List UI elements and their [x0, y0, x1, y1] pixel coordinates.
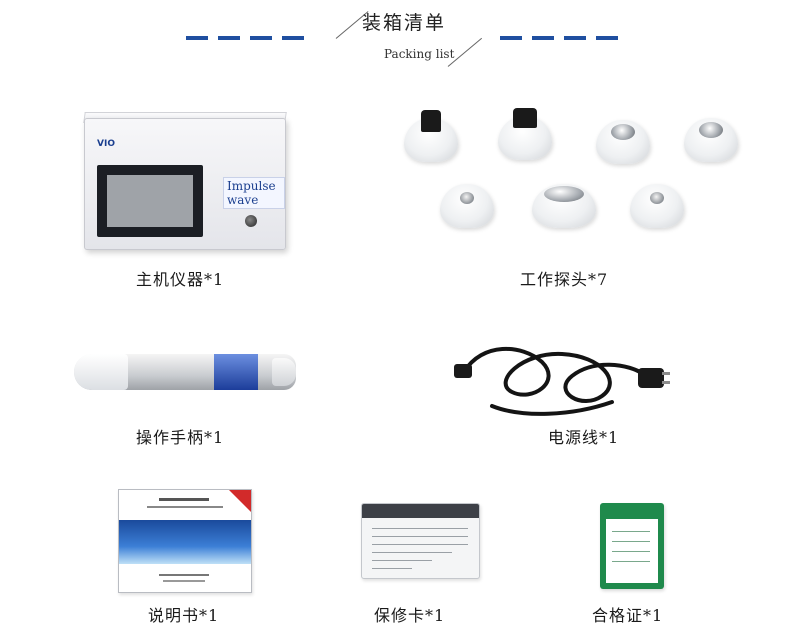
card-line — [372, 552, 452, 553]
probe-head — [404, 110, 458, 162]
probe-head — [596, 120, 650, 164]
dash-decoration — [532, 36, 554, 40]
main-unit-image: VIO Impulse wave — [84, 118, 286, 250]
card-line — [372, 528, 468, 529]
power-cable-image — [454, 346, 670, 416]
device-knob-icon — [245, 215, 257, 227]
cert-line — [612, 551, 650, 552]
card-line — [372, 560, 432, 561]
manual-image — [118, 489, 252, 593]
certificate-image — [600, 503, 664, 589]
dash-decoration — [186, 36, 208, 40]
handpiece-cap — [74, 354, 128, 390]
item-caption: 电源线*1 — [548, 428, 620, 447]
probe-tip — [544, 186, 584, 202]
manual-text-line — [163, 580, 205, 582]
dash-decoration — [596, 36, 618, 40]
warranty-card-image — [361, 503, 480, 579]
card-header — [362, 504, 479, 518]
handpiece-image — [74, 354, 296, 390]
device-brand-label: Impulse wave — [223, 177, 285, 209]
card-line — [372, 544, 468, 545]
dash-decoration — [282, 36, 304, 40]
item-caption: 操作手柄*1 — [136, 428, 225, 447]
page-subtitle: Packing list — [384, 47, 455, 61]
probe-head — [498, 108, 552, 160]
probe-tip — [611, 124, 635, 140]
certificate-body — [606, 519, 658, 583]
item-caption: 工作探头*7 — [520, 270, 609, 289]
probe-head — [532, 184, 596, 228]
page-title: 装箱清单 — [362, 12, 447, 34]
device-screen-glass — [107, 175, 193, 227]
dash-decoration — [218, 36, 240, 40]
dash-decoration — [500, 36, 522, 40]
cert-line — [612, 531, 650, 532]
dash-decoration — [250, 36, 272, 40]
manual-text-line — [147, 506, 223, 508]
cert-line — [612, 561, 650, 562]
dash-decoration — [564, 36, 586, 40]
manual-band — [119, 520, 251, 564]
cert-line — [612, 541, 650, 542]
probe-tip — [650, 192, 664, 204]
card-line — [372, 536, 468, 537]
item-caption: 说明书*1 — [148, 606, 220, 625]
item-caption: 保修卡*1 — [374, 606, 446, 625]
probe-tip — [421, 110, 441, 132]
probe-head — [684, 118, 738, 162]
device-screen — [97, 165, 203, 237]
probe-tip — [699, 122, 723, 138]
manual-corner — [229, 490, 251, 512]
manual-text-line — [159, 574, 209, 576]
device-logo: VIO — [97, 139, 115, 149]
item-caption: 合格证*1 — [592, 606, 664, 625]
probe-tip — [513, 108, 537, 128]
manual-text-line — [159, 498, 209, 501]
item-caption: 主机仪器*1 — [136, 270, 225, 289]
handpiece-end — [272, 358, 296, 386]
probe-tip — [460, 192, 474, 204]
probe-head — [630, 184, 684, 228]
probe-head — [440, 184, 494, 228]
card-line — [372, 568, 412, 569]
handpiece-band — [214, 354, 258, 390]
